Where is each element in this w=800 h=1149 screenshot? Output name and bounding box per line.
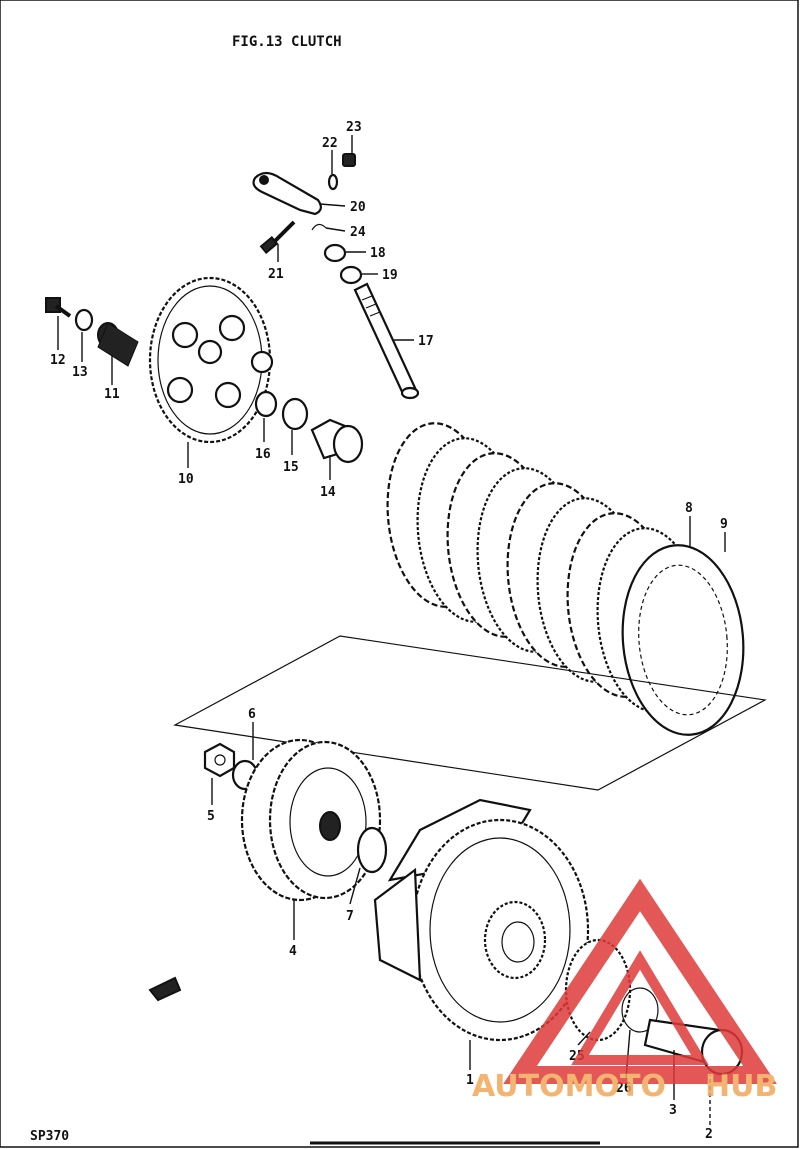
washer-13-part xyxy=(74,308,94,332)
callout-15: 15 xyxy=(283,460,299,475)
callout-18: 18 xyxy=(370,246,386,261)
nut-part xyxy=(342,153,356,167)
callout-23: 23 xyxy=(346,120,362,135)
callout-8: 8 xyxy=(685,501,693,516)
watermark-triangle-inner xyxy=(571,950,709,1065)
watermark-triangle-outer xyxy=(503,878,777,1084)
bearing-15-part xyxy=(281,397,309,431)
figure-title: FIG.13 CLUTCH xyxy=(232,34,342,50)
callout-labels: 23 22 20 24 21 18 19 17 12 13 11 10 16 1… xyxy=(50,120,728,1142)
seal-part xyxy=(323,243,347,263)
group-outline xyxy=(173,635,767,791)
clutch-hub-group xyxy=(203,738,744,1076)
shaft-thread xyxy=(361,295,381,317)
callout-1: 1 xyxy=(466,1073,474,1088)
callout-16: 16 xyxy=(255,447,271,462)
release-arm-part xyxy=(252,171,322,216)
callout-9: 9 xyxy=(720,517,728,532)
footer-code: SP370 xyxy=(30,1129,69,1144)
callout-11: 11 xyxy=(104,387,120,402)
clutch-plates-stack xyxy=(386,422,745,736)
callout-22: 22 xyxy=(322,136,338,151)
callout-10: 10 xyxy=(178,472,194,487)
pin-part xyxy=(327,173,339,191)
callout-14: 14 xyxy=(320,485,336,500)
pressure-plate-group xyxy=(45,276,364,464)
washer-16-part xyxy=(254,390,278,418)
washer-part xyxy=(339,265,363,285)
callout-6: 6 xyxy=(248,707,256,722)
watermark-logo: AUTOMOTO HUB xyxy=(472,878,777,1104)
callout-21: 21 xyxy=(268,267,284,282)
watermark-text-automoto: AUTOMOTO xyxy=(472,1069,666,1104)
callout-5: 5 xyxy=(207,809,215,824)
arm-hole xyxy=(259,175,269,185)
driven-plate-9 xyxy=(621,544,745,736)
callout-7: 7 xyxy=(346,909,354,924)
release-arm-group xyxy=(252,153,420,400)
clip-part xyxy=(311,223,327,231)
thrust-washer-7 xyxy=(356,826,388,874)
callout-13: 13 xyxy=(72,365,88,380)
push-piece-14-head xyxy=(332,424,364,464)
callout-12: 12 xyxy=(50,353,66,368)
callout-17: 17 xyxy=(418,334,434,349)
callout-4: 4 xyxy=(289,944,297,959)
watermark-text-hub: HUB xyxy=(705,1069,777,1104)
nut-5-part xyxy=(203,742,236,778)
callout-26: 26 xyxy=(616,1081,632,1096)
bolt-12-shank xyxy=(54,304,72,318)
bolt-head xyxy=(259,236,279,254)
shaft-end xyxy=(400,386,420,400)
part-26 xyxy=(621,987,659,1033)
callout-20: 20 xyxy=(350,200,366,215)
housing-basket-side xyxy=(373,867,422,982)
callout-24: 24 xyxy=(350,225,366,240)
callout-2: 2 xyxy=(705,1127,713,1142)
spring-11-body xyxy=(97,322,139,367)
callout-19: 19 xyxy=(382,268,398,283)
callout-3: 3 xyxy=(669,1103,677,1118)
front-arrow-icon xyxy=(148,976,182,1002)
